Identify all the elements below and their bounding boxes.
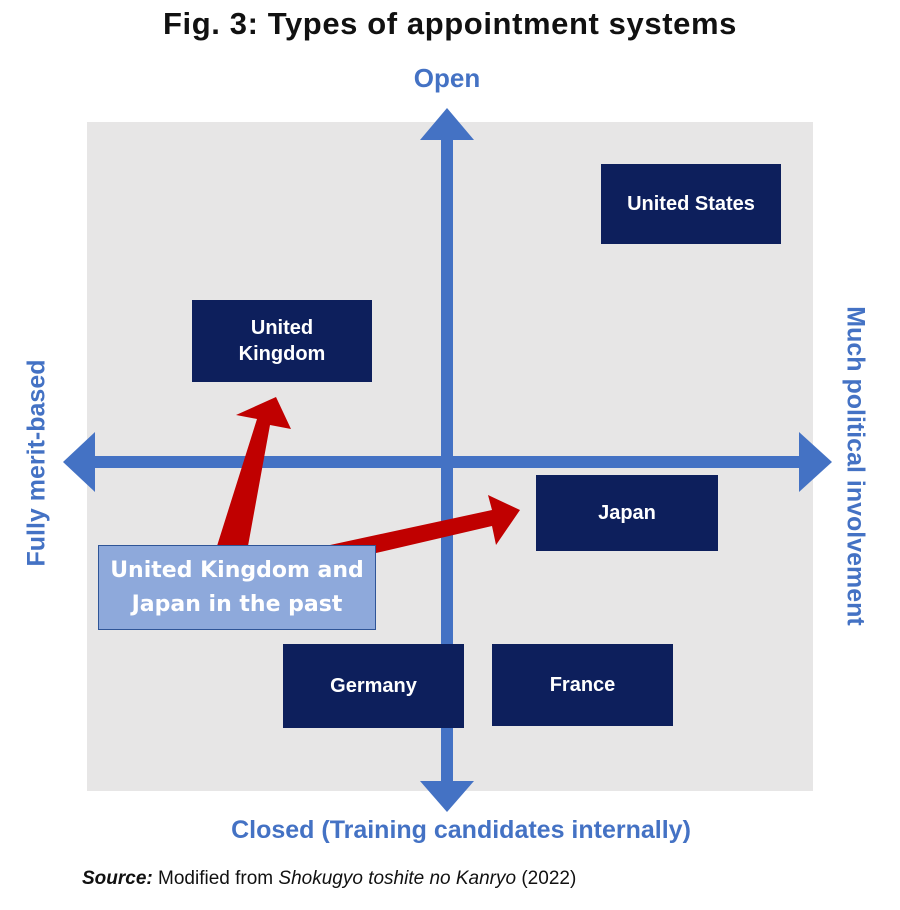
axis-label-closed: Closed (Training candidates internally) [231,816,691,844]
axis-label-merit: Fully merit-based [22,359,51,567]
box-japan-label: Japan [598,502,656,524]
box-germany: Germany [283,644,464,728]
axis-label-open: Open [413,63,481,93]
left-arrowhead [63,432,95,492]
box-uk-japan-past: United Kingdom and Japan in the past [98,545,376,630]
up-arrowhead [420,108,474,140]
source-note: Source: Modified from Shokugyo toshite n… [82,868,576,890]
source-prefix: Source [82,868,147,889]
box-united-kingdom-label: United Kingdom [238,317,326,365]
box-japan: Japan [536,475,718,551]
box-uk-japan-past-label: United Kingdom and Japan in the past [110,557,364,617]
arrow-to-japan [330,495,520,553]
box-united-states: United States [601,164,781,244]
box-france-label: France [549,674,616,696]
source-text-before: Modified from [158,868,279,889]
figure-title: Fig. 3: Types of appointment systems [163,6,737,41]
right-arrowhead [799,432,832,492]
axis-label-political: Much political involvement [841,306,870,626]
source-book-title: Shokugyo toshite no Kanryo [278,868,517,889]
box-united-kingdom: United Kingdom [192,300,372,382]
source-text-after: (2022) [516,868,577,889]
box-united-states-label: United States [627,193,755,215]
arrow-to-united-kingdom [217,397,291,546]
box-germany-label: Germany [330,675,417,697]
horizontal-axis-shaft [92,456,802,468]
down-arrowhead [420,781,474,812]
source-colon: : [146,868,159,889]
box-france: France [492,644,673,726]
